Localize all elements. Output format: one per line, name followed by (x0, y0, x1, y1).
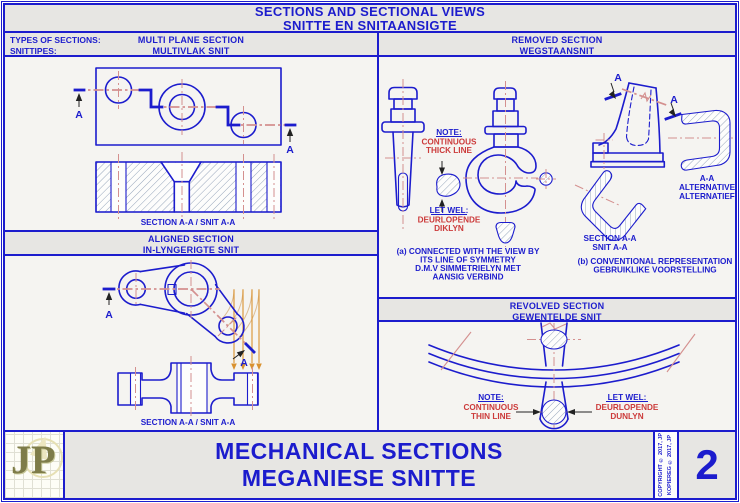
removed-title-af: WEGSTAANSNIT (519, 46, 595, 56)
types-label-af: SNITTIPES: (10, 46, 57, 56)
plate-outline (95, 67, 282, 146)
revolved-drawing: NOTE: CONTINUOUS THIN LINE LET WEL: DEUR… (428, 322, 696, 430)
section-label-2: SNIT A-A (592, 243, 627, 252)
caption-a-2: ITS LINE OF SYMMETRY (420, 256, 516, 265)
cutting-label-a-right: A (286, 144, 294, 156)
jp-logo-text: JP (11, 437, 56, 482)
removed-note-af-2: DIKLYN (434, 224, 464, 233)
multi-plane-title-af: MULTIVLAK SNIT (152, 46, 230, 56)
pin-figure (381, 79, 425, 229)
main-title-bar: SECTIONS AND SECTIONAL VIEWS SNITTE EN S… (3, 3, 737, 33)
removed-note-en-title: NOTE: (436, 128, 461, 137)
aligned-label-a-left: A (105, 309, 113, 321)
bracket-figure (590, 82, 682, 169)
lever-outline (118, 262, 245, 344)
revolved-note-af-2: DUNLYN (610, 412, 643, 421)
cutting-label-a-left: A (75, 109, 83, 121)
types-of-sections-label: TYPES OF SECTIONS: SNITTIPES: (10, 35, 101, 57)
revolved-note-en-2: THIN LINE (471, 412, 512, 421)
aligned-caption: SECTION A-A / SNIT A-A (141, 418, 236, 427)
jp-logo: JP (11, 440, 55, 480)
band-aligned: ALIGNED SECTION IN-LYNGERIGTE SNIT (3, 230, 379, 256)
multi-plane-title-en: MULTI PLANE SECTION (137, 35, 245, 45)
aligned-title-af: IN-LYNGERIGTE SNIT (142, 245, 240, 255)
revolved-note-en-1: CONTINUOUS (463, 403, 519, 412)
removed-cross-section-1 (436, 173, 461, 197)
revolved-note-af-title: LET WEL: (608, 393, 647, 402)
band-multi-plane: TYPES OF SECTIONS: SNITTIPES: MULTI PLAN… (3, 31, 379, 57)
leader-arrow-down (439, 167, 445, 175)
removed-drawing: NOTE: CONTINUOUS THICK LINE LET WEL: DEU… (381, 72, 735, 282)
revolved-panel: NOTE: CONTINUOUS THIN LINE LET WEL: DEUR… (377, 320, 737, 432)
bracket-label-a-2: A (670, 94, 678, 106)
spoke-bottom (539, 381, 569, 430)
multi-plane-drawing: A A SECTION A-A / SNIT A-A (73, 67, 297, 227)
revolved-title-af: GEWENTELDE SNIT (512, 312, 602, 322)
alt-label-1: A-A (700, 174, 715, 183)
logo-cell: JP (3, 430, 65, 500)
caption-b-1: (b) CONVENTIONAL REPRESENTATION (578, 257, 733, 266)
removed-note-af-title: LET WEL: (430, 206, 469, 215)
revolved-note-af-1: DEURLOPENDE (596, 403, 659, 412)
multi-plane-caption: SECTION A-A / SNIT A-A (141, 218, 236, 227)
band-removed: REMOVED SECTION WEGSTAANSNIT (377, 31, 737, 57)
copyright-cell: COPYRIGHT © 2017, JP KOPIEREG © 2017, JP (653, 430, 679, 500)
aligned-drawing: A A SECTION A-A / SNIT A-A (102, 260, 262, 427)
caption-a-4: AANSIG VERBIND (433, 273, 504, 282)
revolved-note-en-title: NOTE: (478, 393, 503, 402)
bracket-label-a-1: A (614, 72, 622, 84)
view-arrow-left (105, 292, 113, 300)
alt-label-2: ALTERNATIVE (679, 183, 735, 192)
removed-note-en-1: CONTINUOUS (421, 138, 477, 147)
view-arrow-right (286, 128, 294, 136)
removed-note-en-2: THICK LINE (426, 146, 472, 155)
caption-a-1: (a) CONNECTED WITH THE VIEW BY (397, 247, 540, 256)
revolved-section-circle (541, 399, 567, 425)
main-title-af: SNITTE EN SNITAANSIGTE (283, 18, 457, 33)
revolved-title-en: REVOLVED SECTION (509, 301, 605, 311)
copyright-line-2: KOPIEREG © 2017, JP (667, 434, 673, 496)
aligned-panel: A A SECTION A-A / SNIT A-A (3, 254, 379, 432)
removed-title-en: REMOVED SECTION (511, 35, 603, 45)
types-label-en: TYPES OF SECTIONS: (10, 35, 101, 45)
main-title-en: SECTIONS AND SECTIONAL VIEWS (254, 4, 486, 19)
footer-title-en: MECHANICAL SECTIONS (215, 438, 503, 464)
removed-cross-section-2 (495, 221, 516, 244)
leader-arrow-left (533, 409, 541, 415)
aligned-label-a-right: A (240, 357, 248, 369)
aligned-title-en: ALIGNED SECTION (147, 234, 234, 244)
footer-title-af: MEGANIESE SNITTE (241, 465, 477, 491)
copyright-line-1: COPYRIGHT © 2017, JP (658, 433, 664, 497)
page-number-value: 2 (695, 441, 719, 488)
leader-arrow-up (439, 199, 445, 207)
cutting-plane-angled (190, 288, 251, 349)
page-number: 2 (677, 430, 737, 500)
revolved-section-ellipse (540, 329, 568, 350)
caption-b-2: GEBRUIKLIKE VOORSTELLING (593, 266, 716, 275)
leader-arrow-right (567, 409, 575, 415)
caption-a-3: D.M.V SIMMETRIELYN MET (415, 264, 521, 273)
multi-plane-panel: A A SECTION A-A / SNIT A-A (3, 55, 379, 232)
band-revolved: REVOLVED SECTION GEWENTELDE SNIT (377, 297, 737, 322)
removed-note-af-1: DEURLOPENDE (418, 216, 481, 225)
section-label-1: SECTION A-A (584, 234, 637, 243)
footer-title-bar: MECHANICAL SECTIONS MEGANIESE SNITTE (63, 430, 655, 500)
view-arrow-left (75, 93, 83, 101)
view-arrow-2 (668, 108, 676, 117)
logo-compass-icon (23, 438, 63, 478)
alt-label-3: ALTERNATIEF (679, 192, 735, 201)
c-section-removed (580, 170, 647, 242)
hook-figure (463, 81, 538, 247)
removed-panel: NOTE: CONTINUOUS THICK LINE LET WEL: DEU… (377, 55, 737, 299)
c-section-alternative (680, 109, 731, 171)
